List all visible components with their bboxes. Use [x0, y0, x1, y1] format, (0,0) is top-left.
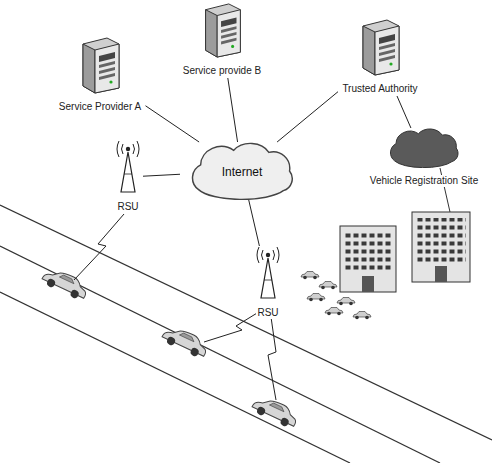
server-node: Service Provider A	[55, 36, 146, 114]
road	[0, 205, 492, 463]
car	[160, 323, 210, 360]
node-label: Service Provider A	[58, 101, 142, 113]
rsu-antenna	[114, 140, 142, 194]
parked-car	[325, 308, 343, 316]
link-line	[143, 174, 180, 176]
server-icon	[199, 2, 245, 58]
network-cloud: Internet	[180, 142, 304, 200]
rsu-node: RSU	[113, 140, 143, 214]
vehicles	[40, 265, 300, 430]
wireless-links	[74, 214, 276, 400]
building-door	[435, 266, 447, 282]
wireless-link	[74, 214, 124, 280]
building	[412, 212, 470, 282]
network-link	[143, 174, 180, 176]
road-lane	[0, 246, 440, 463]
parked-car	[353, 312, 371, 320]
label-wrap: Trusted Authority	[338, 78, 422, 96]
building-door	[362, 276, 374, 292]
parked-car	[301, 272, 319, 280]
server-node: Trusted Authority	[338, 18, 422, 96]
wireless-link	[268, 310, 276, 400]
registration-site: Vehicle Registration Site	[366, 128, 483, 188]
label-wrap: Service provide B	[179, 60, 266, 78]
node-label: Service provide B	[182, 65, 262, 77]
node-label: Vehicle Registration Site	[369, 175, 479, 187]
wireless-link	[204, 310, 262, 342]
parked-car	[319, 282, 337, 290]
network-link	[397, 96, 411, 128]
network-link	[277, 92, 338, 142]
link-line	[397, 96, 411, 128]
building-windows	[416, 218, 466, 262]
network-link	[146, 106, 200, 142]
node-label: Internet	[221, 166, 264, 178]
label-wrap: Vehicle Registration Site	[366, 170, 483, 188]
registration-buildings	[301, 168, 470, 319]
link-line	[249, 200, 260, 246]
network-link	[249, 200, 260, 246]
network-link	[228, 78, 238, 142]
parked-car	[307, 294, 325, 302]
label-wrap: RSU	[113, 196, 143, 214]
link-line	[146, 106, 200, 142]
building	[340, 226, 396, 292]
server-node: Service provide B	[179, 2, 266, 78]
building-windows	[344, 232, 392, 272]
server-icon	[357, 18, 403, 76]
rsu-antenna	[254, 246, 282, 300]
node-label: RSU	[256, 307, 279, 319]
road-edge	[0, 205, 492, 440]
link-line	[277, 92, 338, 142]
node-label: Trusted Authority	[341, 83, 418, 95]
parked-car	[337, 298, 355, 306]
road-edge	[0, 292, 350, 463]
server-icon	[77, 36, 123, 94]
label-wrap: RSU	[253, 302, 283, 320]
node-label: RSU	[116, 201, 139, 213]
private-network-cloud	[382, 128, 466, 168]
rsu-node: RSU	[253, 246, 283, 320]
label-wrap: Service Provider A	[55, 96, 146, 114]
link-line	[228, 78, 238, 142]
label-wrap: Internet	[180, 162, 304, 180]
